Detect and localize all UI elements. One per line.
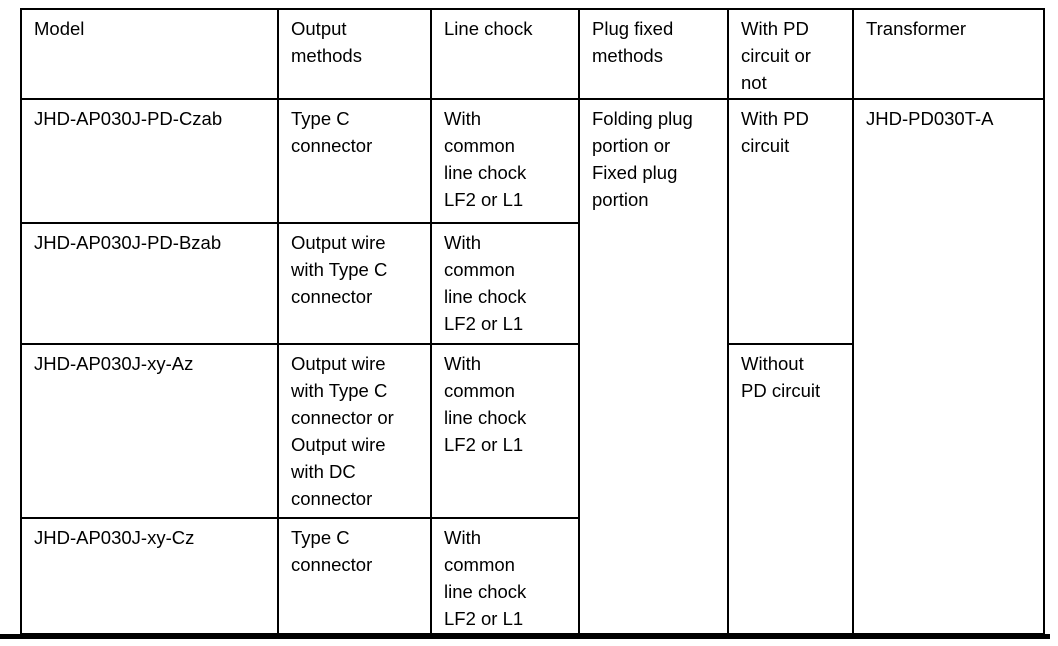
output-cell: Type C connector (277, 98, 432, 224)
plug-fixed-cell: Folding plug portion or Fixed plug porti… (578, 98, 729, 635)
table-row: JHD-AP030J-xy-Cz Type C connector With c… (20, 517, 1044, 635)
model-cell: JHD-AP030J-xy-Az (20, 343, 279, 519)
line-chock-cell: With common line chock LF2 or L1 (430, 517, 580, 635)
table-row: JHD-AP030J-PD-Bzab Output wire with Type… (20, 222, 1044, 345)
page-bottom-rule (0, 634, 1050, 639)
output-cell: Output wire with Type C connector or Out… (277, 343, 432, 519)
line-chock-cell: With common line chock LF2 or L1 (430, 343, 580, 519)
model-cell: JHD-AP030J-xy-Cz (20, 517, 279, 635)
col-header-model: Model (20, 8, 279, 100)
model-cell: JHD-AP030J-PD-Czab (20, 98, 279, 224)
col-header-output-methods: Output methods (277, 8, 432, 100)
output-cell: Output wire with Type C connector (277, 222, 432, 345)
header-row: Model Output methods Line chock Plug fix… (20, 8, 1045, 100)
table-row: JHD-AP030J-xy-Az Output wire with Type C… (20, 343, 1044, 635)
model-cell: JHD-AP030J-PD-Bzab (20, 222, 279, 345)
without-pd-cell: Without PD circuit (727, 343, 854, 635)
col-header-pd-circuit: With PD circuit or not (727, 8, 854, 100)
line-chock-cell: With common line chock LF2 or L1 (430, 222, 580, 345)
col-header-transformer: Transformer (852, 8, 1045, 100)
with-pd-cell: With PD circuit (727, 98, 854, 345)
line-chock-cell: With common line chock LF2 or L1 (430, 98, 580, 224)
model-spec-table: Model Output methods Line chock Plug fix… (20, 8, 1045, 635)
transformer-cell: JHD-PD030T-A (852, 98, 1045, 635)
output-cell: Type C connector (277, 517, 432, 635)
col-header-line-chock: Line chock (430, 8, 580, 100)
col-header-plug-fixed: Plug fixed methods (578, 8, 729, 100)
table-row: JHD-AP030J-PD-Czab Type C connector With… (20, 98, 1045, 635)
